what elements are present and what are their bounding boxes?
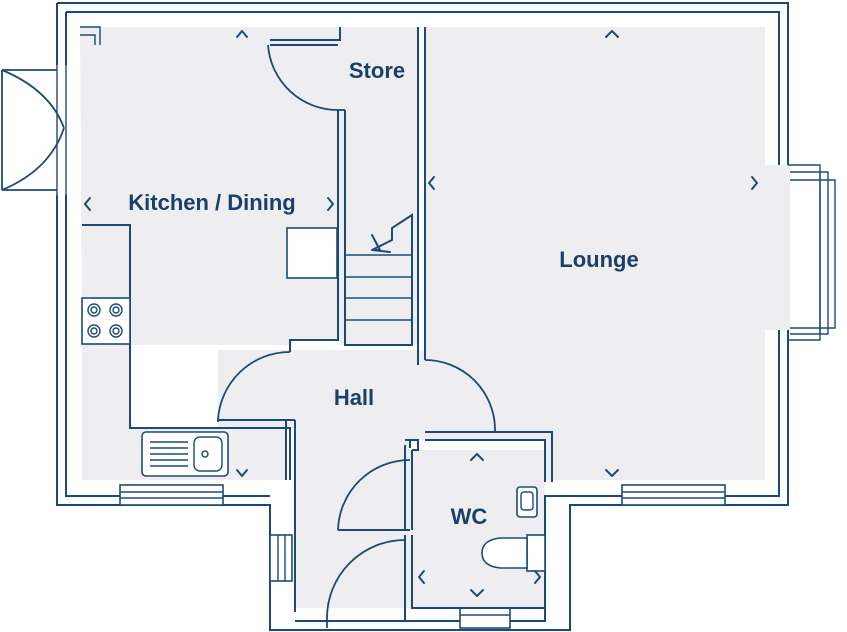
- wc-window: [459, 607, 511, 629]
- wc-cistern: [526, 534, 546, 572]
- interior-walls: [80, 26, 553, 622]
- kitchen-fixtures: [81, 227, 338, 477]
- chevron-left-icon: [418, 570, 425, 584]
- chevron-left-icon: [84, 197, 91, 211]
- hall-window: [269, 534, 293, 582]
- chevron-right-icon: [751, 176, 758, 190]
- chevron-down-icon: [605, 469, 619, 477]
- kitchen-window: [119, 484, 224, 506]
- chevron-right-icon: [534, 570, 541, 584]
- room-label-kitchen-dining: Kitchen / Dining: [128, 190, 295, 215]
- french-doors: [1, 65, 67, 195]
- kitchen-cupboard: [286, 227, 338, 279]
- dimension-markers: [84, 30, 758, 597]
- chevron-down-icon: [236, 469, 248, 477]
- bay-window: [788, 164, 836, 341]
- doors: [217, 44, 496, 628]
- lounge-window: [621, 484, 726, 506]
- chevron-up-icon: [236, 30, 248, 38]
- room-label-wc: WC: [451, 504, 488, 529]
- chevron-up-icon: [605, 30, 619, 38]
- chevron-down-icon: [470, 589, 484, 597]
- chevron-left-icon: [428, 176, 435, 190]
- hob: [81, 297, 131, 345]
- windows: [119, 484, 726, 629]
- stairs: [344, 213, 413, 346]
- chevron-right-icon: [327, 197, 334, 211]
- room-labels: Kitchen / Dining Store Lounge Hall WC: [128, 58, 638, 529]
- wc-fixtures: [481, 486, 546, 572]
- floor-fills: [80, 27, 790, 608]
- room-label-lounge: Lounge: [559, 247, 638, 272]
- wc-toilet: [481, 537, 528, 569]
- room-label-store: Store: [349, 58, 405, 83]
- chevron-up-icon: [470, 453, 484, 461]
- room-label-hall: Hall: [334, 385, 374, 410]
